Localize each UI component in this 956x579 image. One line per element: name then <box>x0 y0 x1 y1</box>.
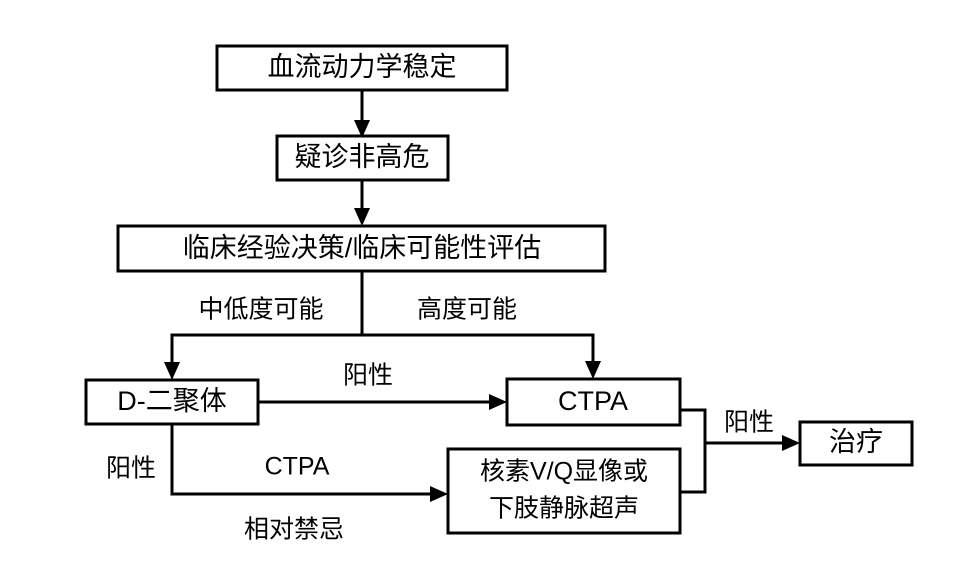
node-d-dimer[interactable]: D-二聚体 <box>84 378 260 426</box>
edge-label-positive-to-ctpa: 阳性 <box>343 362 393 390</box>
edge-branch-high <box>585 333 601 379</box>
edge-label-ctpa-contraindication-bottom: 相对禁忌 <box>244 516 344 544</box>
edge-ddimer-to-ctpa <box>256 394 507 410</box>
node-box <box>275 134 450 182</box>
node-label-vq-scan-line2: 下肢静脉超声 <box>489 495 639 523</box>
edge-ctpa-merge <box>678 408 707 494</box>
arrowhead-icon <box>164 362 180 380</box>
edge-label-positive-to-treatment: 阳性 <box>724 409 774 437</box>
edge-merge-to-treatment <box>703 435 800 451</box>
edge-label-high-probability: 高度可能 <box>417 296 517 324</box>
node-label-treatment: 治疗 <box>829 427 883 457</box>
node-treatment[interactable]: 治疗 <box>798 420 914 467</box>
node-clinical-assessment[interactable]: 临床经验决策/临床可能性评估 <box>116 224 607 273</box>
node-label-hemodynamic-stable: 血流动力学稳定 <box>268 52 457 82</box>
node-box <box>798 420 914 467</box>
edge-suspected-to-assessment <box>354 178 370 226</box>
edge-branch-low-moderate <box>164 333 180 380</box>
edge-label-positive-left-branch: 阳性 <box>106 455 156 483</box>
node-label-clinical-assessment: 临床经验决策/临床可能性评估 <box>183 233 542 263</box>
edge-assessment-split <box>170 269 595 337</box>
node-ctpa[interactable]: CTPA <box>505 377 682 427</box>
arrowhead-icon <box>489 394 507 410</box>
node-box <box>446 447 682 535</box>
node-label-vq-scan-line1: 核素V/Q显像或 <box>480 458 648 486</box>
node-suspected-non-high-risk[interactable]: 疑诊非高危 <box>275 134 450 182</box>
arrowhead-icon <box>782 435 800 451</box>
node-label-ctpa: CTPA <box>558 386 628 416</box>
node-hemodynamic-stable[interactable]: 血流动力学稳定 <box>215 44 509 92</box>
node-box <box>505 377 682 427</box>
arrowhead-icon <box>430 486 448 502</box>
edge-ddimer-to-vq <box>170 422 448 502</box>
node-label-suspected-non-high-risk: 疑诊非高危 <box>295 142 430 172</box>
arrowhead-icon <box>354 120 370 138</box>
arrowhead-icon <box>585 361 601 379</box>
node-box <box>215 44 509 92</box>
node-label-d-dimer: D-二聚体 <box>117 386 227 416</box>
node-box <box>116 224 607 273</box>
node-vq-scan[interactable]: 核素V/Q显像或 下肢静脉超声 <box>446 447 682 535</box>
node-box <box>84 378 260 426</box>
edge-stable-to-suspected <box>354 88 370 138</box>
edge-label-ctpa-contraindication-top: CTPA <box>265 453 330 481</box>
arrowhead-icon <box>354 208 370 226</box>
edge-label-low-moderate-probability: 中低度可能 <box>198 296 323 324</box>
